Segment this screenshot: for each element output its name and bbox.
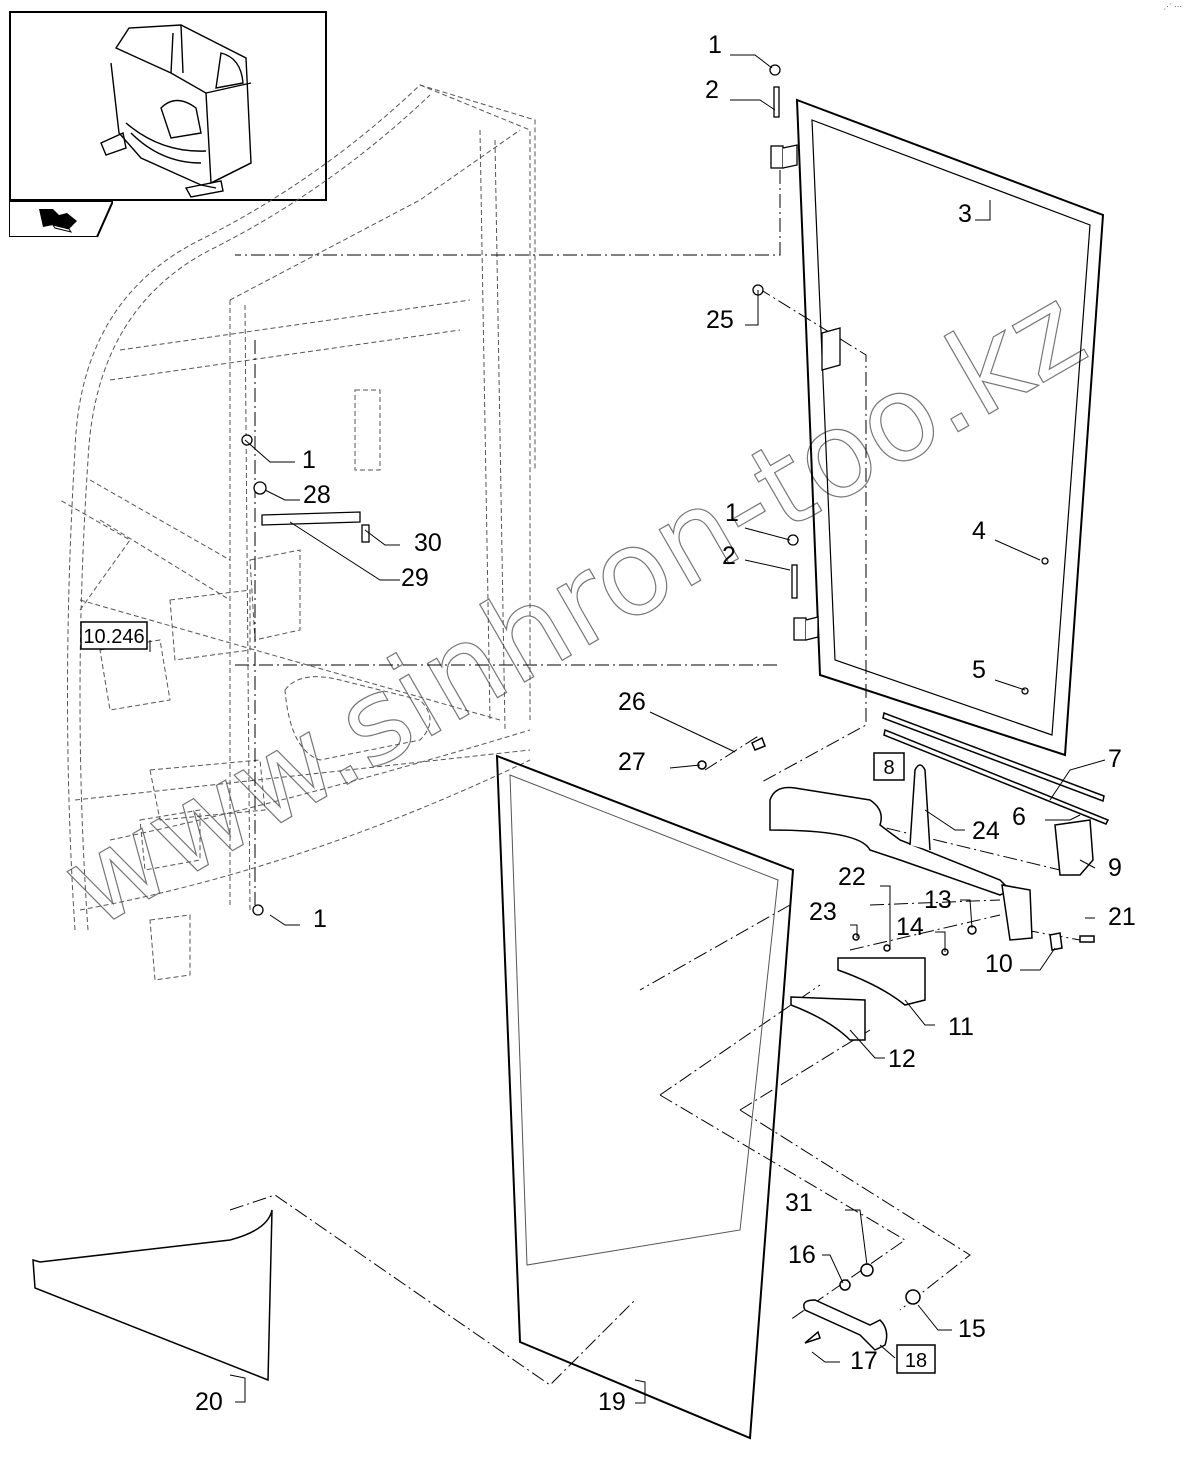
cab-overview-thumbnail[interactable] [9, 11, 327, 201]
boxed-callout-18[interactable]: 18 [896, 1344, 936, 1374]
callout-11: 11 [948, 1013, 974, 1041]
hinges [241, 64, 1049, 916]
callout-26: 26 [618, 688, 646, 716]
part-20-panel [32, 1209, 273, 1382]
back-arrow-icon [39, 209, 77, 233]
callout-28: 28 [303, 481, 331, 509]
svg-text:18: 18 [905, 1350, 927, 1372]
reference-box-10-246[interactable]: 10.246 [80, 621, 148, 650]
back-navigation-button[interactable] [8, 200, 115, 238]
callout-4: 4 [972, 517, 986, 545]
callout-31: 31 [785, 1189, 813, 1217]
callout-22: 22 [838, 863, 866, 891]
cab-frame [59, 84, 536, 981]
svg-text:8: 8 [883, 757, 894, 779]
part-3-door-frame [795, 98, 1105, 757]
callout-1: 1 [302, 446, 316, 474]
callout-15: 15 [958, 1315, 986, 1343]
callout-24: 24 [972, 817, 1000, 845]
callout-29: 29 [401, 564, 429, 592]
callout-1: 1 [725, 499, 739, 527]
callout-2: 2 [722, 542, 736, 570]
callout-labels: 1 2 3 25 1 28 30 29 1 2 4 5 26 27 7 6 24… [195, 31, 1136, 1416]
leader-lines [149, 54, 1106, 1404]
callout-7: 7 [1108, 745, 1122, 773]
callout-27: 27 [618, 748, 646, 776]
callout-1: 1 [313, 905, 327, 933]
callout-21: 21 [1108, 903, 1136, 931]
callout-30: 30 [414, 529, 442, 557]
callout-6: 6 [1012, 803, 1026, 831]
callout-19: 19 [598, 1388, 626, 1416]
part-6-7-seals [882, 711, 1110, 825]
callout-10: 10 [985, 950, 1013, 978]
reference-box-label: 10.246 [83, 626, 144, 648]
callout-3: 3 [958, 200, 972, 228]
part-19-door-glass [495, 754, 795, 1440]
callout-9: 9 [1108, 854, 1122, 882]
boxed-callout-8[interactable]: 8 [873, 752, 905, 781]
callout-14: 14 [896, 913, 924, 941]
callout-23: 23 [809, 898, 837, 926]
callout-25: 25 [706, 306, 734, 334]
part-18-inner-handle [803, 1263, 921, 1351]
callout-17: 17 [850, 1347, 878, 1375]
callout-12: 12 [888, 1045, 916, 1073]
callout-2: 2 [705, 76, 719, 104]
callout-1: 1 [708, 31, 722, 59]
corner-mark: ⋰ ⋯ [1163, 2, 1182, 11]
callout-16: 16 [788, 1241, 816, 1269]
callout-5: 5 [972, 656, 986, 684]
cab-thumbnail-drawing [100, 24, 252, 198]
callout-20: 20 [195, 1388, 223, 1416]
part-8-handle-assembly [697, 736, 1095, 1041]
callout-13: 13 [924, 886, 952, 914]
